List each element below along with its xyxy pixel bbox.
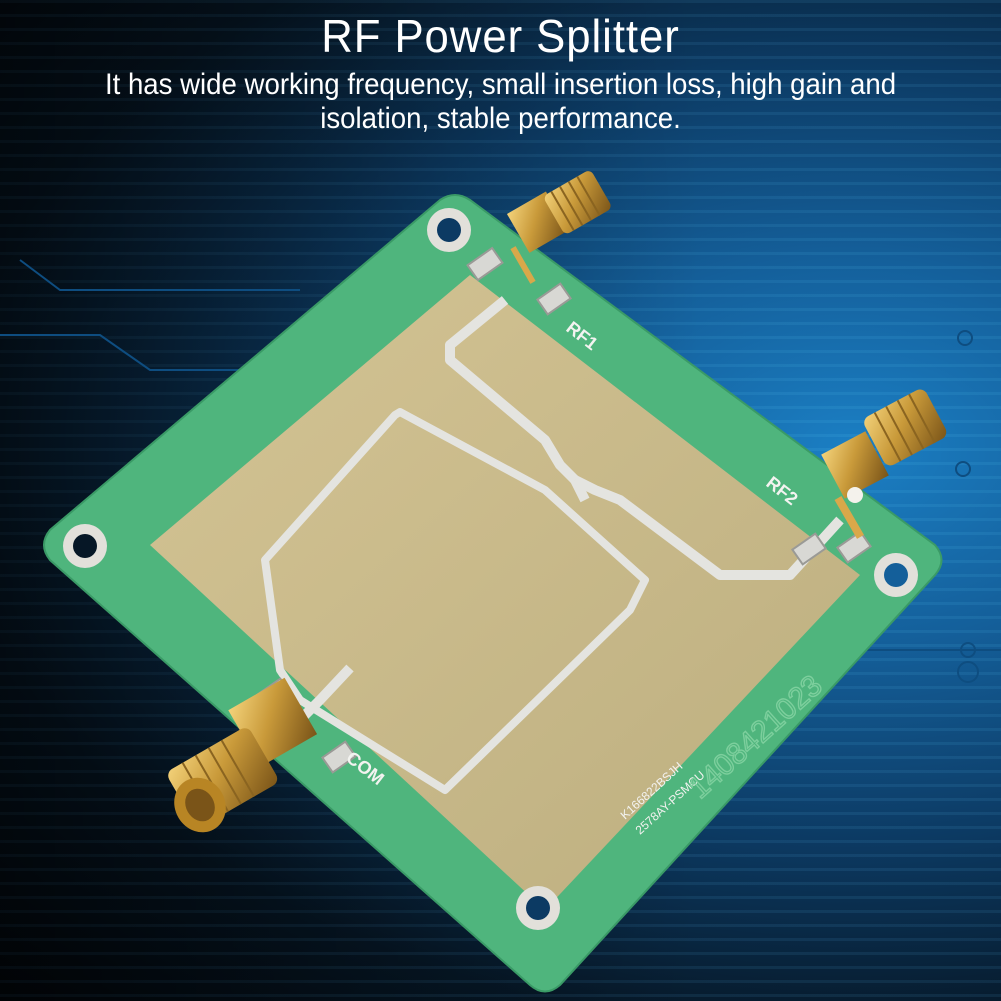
mounting-holes: [63, 208, 918, 930]
trace-rf1: [445, 296, 579, 484]
mounting-hole-right: [874, 553, 918, 597]
solder-pads: [255, 246, 873, 774]
sma-connector-rf1: [506, 171, 611, 284]
sma-connector-com: [168, 677, 318, 833]
mounting-hole-bottom: [516, 886, 560, 930]
trace-loop: [261, 408, 649, 794]
mounting-hole-left: [63, 524, 107, 568]
product-description: It has wide working frequency, small ins…: [104, 68, 897, 135]
mounting-hole-top: [427, 208, 471, 252]
header: RF Power Splitter It has wide working fr…: [0, 0, 1001, 136]
trace-rf2: [572, 475, 844, 580]
pcb-board: [43, 194, 943, 993]
pcb-substrate: [150, 275, 860, 910]
page-title: RF Power Splitter: [321, 10, 680, 62]
trace-com: [296, 664, 354, 724]
microstrip-traces: [261, 296, 844, 794]
trace-junction: [570, 477, 590, 503]
sma-connector-rf2: [821, 389, 947, 539]
